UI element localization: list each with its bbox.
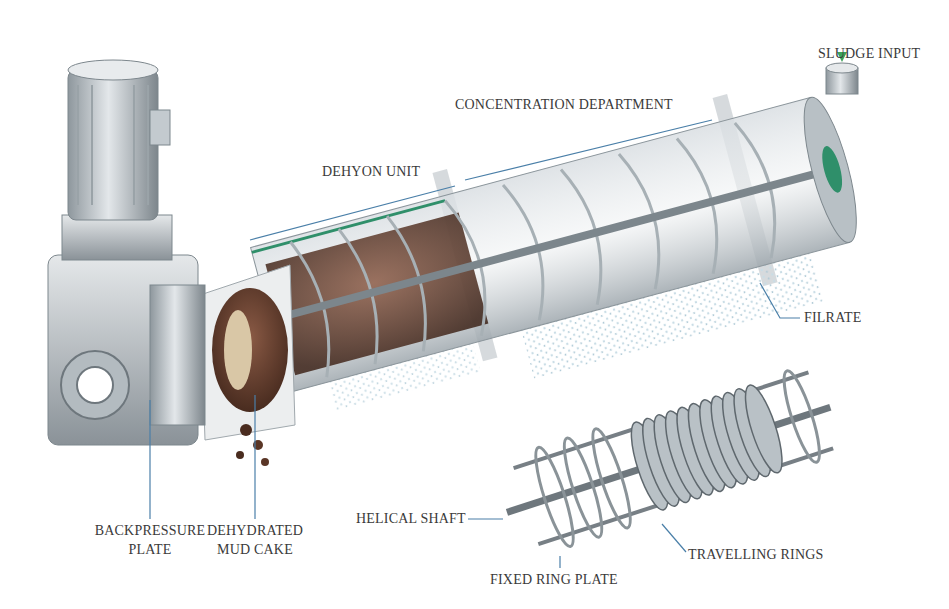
- part-label: HELICAL SHAFT: [356, 510, 468, 529]
- part-label: SLUDGE INPUT: [818, 45, 938, 64]
- part-label: BACKPRESSURE PLATE: [82, 522, 218, 560]
- part-label: FIXED RING PLATE: [490, 571, 650, 590]
- part-label: CONCENTRATION DEPARTMENT: [455, 96, 705, 115]
- part-label: DEHYDRATED MUD CAKE: [200, 522, 310, 560]
- part-label: TRAVELLING RINGS: [688, 546, 858, 565]
- part-label: DEHYON UNIT: [322, 163, 452, 182]
- part-label: FILRATE: [804, 309, 904, 328]
